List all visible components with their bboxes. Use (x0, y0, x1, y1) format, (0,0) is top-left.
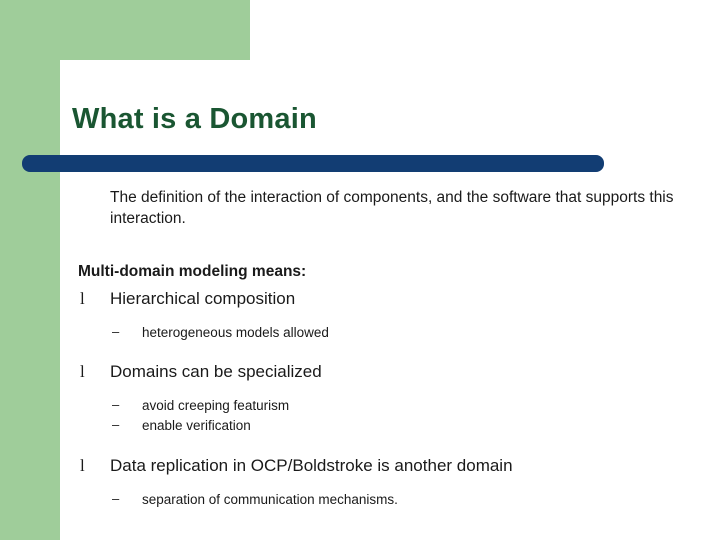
spacer (78, 476, 688, 490)
spacer (78, 309, 688, 323)
sub-list: – heterogeneous models allowed (78, 323, 688, 343)
spacer (78, 343, 688, 361)
list-item-label: Data replication in OCP/Boldstroke is an… (110, 456, 513, 476)
list-item: l Data replication in OCP/Boldstroke is … (78, 455, 688, 476)
sub-list-item: – enable verification (78, 416, 688, 436)
bullet-marker-icon: l (80, 289, 85, 308)
section-heading: Multi-domain modeling means: (78, 263, 307, 280)
sub-list-item-label: avoid creeping featurism (142, 398, 290, 414)
dash-marker-icon: – (112, 491, 120, 507)
list-item-label: Domains can be specialized (110, 361, 322, 381)
dash-marker-icon: – (112, 416, 120, 432)
sub-list-item: – separation of communication mechanisms… (78, 490, 688, 510)
title-underline-bar (22, 155, 604, 172)
spacer (78, 435, 688, 455)
intro-paragraph: The definition of the interaction of com… (110, 189, 674, 227)
slide-title: What is a Domain (72, 103, 317, 135)
sub-list-item-label: separation of communication mechanisms. (142, 492, 398, 508)
dash-marker-icon: – (112, 397, 120, 413)
list-item: l Hierarchical composition (78, 288, 688, 309)
list-item-label: Hierarchical composition (110, 289, 296, 308)
decorative-green-left-band (0, 60, 60, 540)
spacer (78, 382, 688, 396)
sub-list-item: – avoid creeping featurism (78, 396, 688, 416)
decorative-green-top-block (0, 0, 250, 60)
sub-list-item: – heterogeneous models allowed (78, 323, 688, 343)
bullet-marker-icon: l (80, 456, 85, 476)
sub-list: – separation of communication mechanisms… (78, 490, 688, 510)
bullet-marker-icon: l (80, 361, 85, 381)
sub-list: – avoid creeping featurism – enable veri… (78, 396, 688, 435)
dash-marker-icon: – (112, 324, 120, 340)
bullet-list: l Hierarchical composition – heterogeneo… (78, 288, 688, 510)
list-item: l Domains can be specialized (78, 361, 688, 382)
sub-list-item-label: enable verification (142, 417, 251, 433)
sub-list-item-label: heterogeneous models allowed (142, 325, 329, 341)
